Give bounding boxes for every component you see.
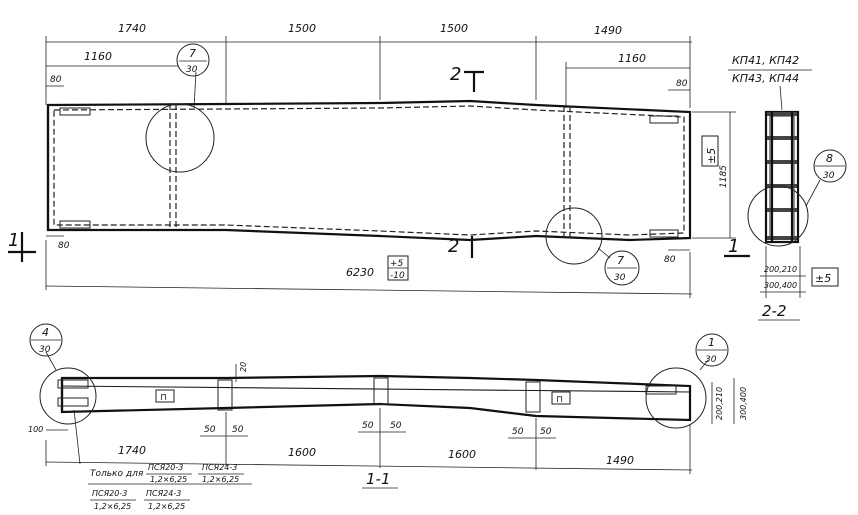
note-item2-bottom: 1,2×6,25 — [202, 475, 239, 484]
elevation-gap-6: 50 — [540, 427, 552, 437]
note-item4-bottom: 1,2×6,25 — [148, 502, 185, 511]
elevation-gap-5: 50 — [512, 427, 524, 437]
note-item1-top: ПСЯ20-3 — [148, 463, 183, 472]
elevation-section-label: 1-1 — [366, 470, 391, 488]
note-block: Только для ПСЯ20-3 1,2×6,25 ПСЯ24-3 1,2×… — [73, 409, 252, 511]
plan-section-mark-bottom: 2 — [448, 236, 459, 257]
callout-7-bottom-sheet: 30 — [614, 273, 626, 283]
elevation-right-dim-b: 300,400 — [739, 387, 748, 420]
plan-total-length: 6230 — [346, 266, 374, 279]
plan-left-sub-dim: 1160 — [84, 50, 112, 63]
plan-width-dim: 1185 — [719, 165, 729, 188]
section22-dim-b: 300,400 — [764, 281, 797, 290]
elevation-dim-3: 1600 — [448, 448, 476, 461]
plan-view: 1740 1500 1500 1490 1160 1160 80 80 80 8… — [8, 22, 750, 298]
plan-edge-80-bl: 80 — [58, 241, 70, 251]
section22-title-top: КП41, КП42 — [732, 54, 799, 67]
plan-edge-80-br: 80 — [664, 255, 676, 265]
plan-edge-80-tl: 80 — [50, 75, 62, 85]
plan-top-dim-1: 1740 — [118, 22, 146, 35]
elevation-gap-4: 50 — [390, 421, 402, 431]
plan-section-mark-right: 1 — [728, 236, 739, 257]
note-item3-bottom: 1,2×6,25 — [94, 502, 131, 511]
section22-tol: ±5 — [815, 272, 831, 285]
section22-dim-a: 200,210 — [764, 265, 797, 274]
elevation-gap-1: 50 — [204, 425, 216, 435]
plan-total-tol-bottom: -10 — [390, 271, 405, 281]
callout-4-num: 4 — [42, 326, 49, 339]
section-2-2: КП41, КП42 КП43, КП44 8 30 200,210 300,4 — [728, 54, 847, 321]
note-item2-top: ПСЯ24-3 — [202, 463, 237, 472]
callout-7-top-num: 7 — [189, 47, 196, 60]
plan-edge-80-tr: 80 — [676, 79, 688, 89]
callout-8-sheet: 30 — [823, 171, 835, 181]
plan-total-tol-top: +5 — [390, 259, 404, 269]
elevation-right-dim-a: 200,210 — [715, 387, 724, 420]
elevation-gap-3: 50 — [362, 421, 374, 431]
elevation-dim-100: 100 — [28, 425, 43, 434]
section22-title-bottom: КП43, КП44 — [732, 72, 799, 85]
callout-1-sheet: 30 — [705, 355, 717, 365]
elevation-gap-2: 50 — [232, 425, 244, 435]
elevation-dim-1: 1740 — [118, 444, 146, 457]
elevation-1-1: ⊓ ⊓ 4 30 1 30 200,210 300,400 20 100 — [28, 323, 748, 489]
elevation-insert-left: ⊓ — [160, 393, 167, 403]
note-item3-top: ПСЯ20-3 — [92, 489, 127, 498]
section22-label: 2-2 — [762, 302, 787, 320]
plan-top-dim-4: 1490 — [594, 24, 622, 37]
note-prefix: Только для — [90, 469, 144, 479]
plan-section-mark-top: 2 — [450, 64, 461, 85]
callout-4-sheet: 30 — [39, 345, 51, 355]
note-item4-top: ПСЯ24-3 — [146, 489, 181, 498]
plan-section-mark-left: 1 — [8, 230, 19, 251]
elevation-dim-20: 20 — [239, 362, 248, 372]
callout-7-bottom-num: 7 — [617, 254, 624, 267]
plan-right-sub-dim: 1160 — [618, 52, 646, 65]
elevation-dim-2: 1600 — [288, 446, 316, 459]
callout-8-num: 8 — [826, 152, 833, 165]
note-item1-bottom: 1,2×6,25 — [150, 475, 187, 484]
plan-width-tolerance: ±5 — [705, 148, 718, 164]
callout-1-num: 1 — [708, 336, 715, 349]
elevation-insert-right: ⊓ — [556, 395, 563, 405]
callout-7-top-sheet: 30 — [186, 65, 198, 75]
elevation-dim-4: 1490 — [606, 454, 634, 467]
plan-top-dim-2: 1500 — [288, 22, 316, 35]
plan-top-dim-3: 1500 — [440, 22, 468, 35]
